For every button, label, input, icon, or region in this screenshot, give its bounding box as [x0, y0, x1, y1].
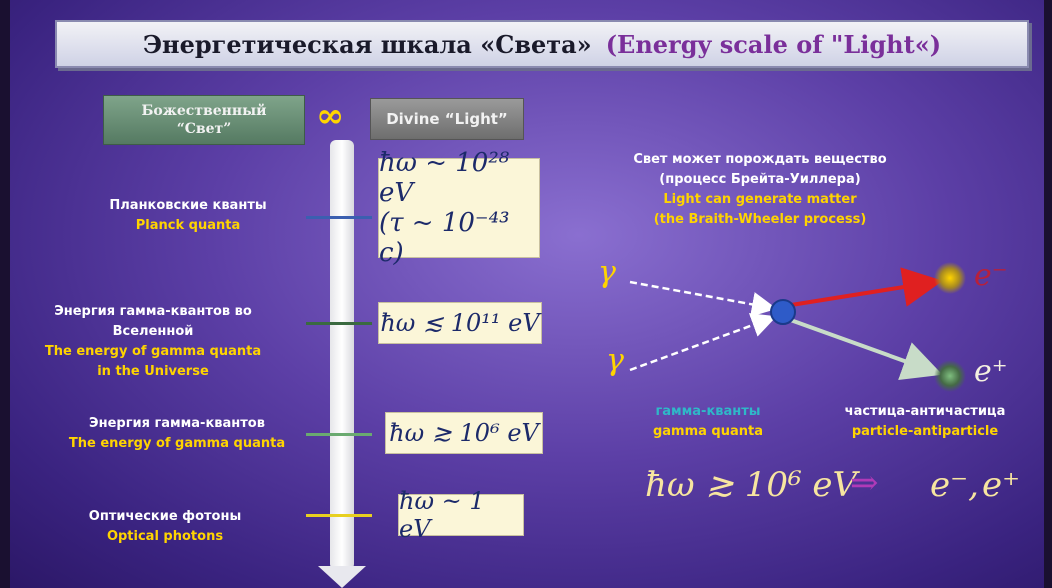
- slide-title: Энергетическая шкала «Света» (Energy sca…: [55, 20, 1029, 68]
- gamma-quanta-en: gamma quanta: [652, 424, 764, 439]
- tick-universe: [306, 322, 372, 325]
- title-ru: Энергетическая шкала «Света»: [142, 29, 592, 59]
- caption-en-1: Light can generate matter: [663, 192, 857, 207]
- label-optical-ru: Оптические фотоны: [88, 509, 242, 524]
- label-universe-en-1: The energy of gamma quanta: [44, 344, 262, 359]
- pair-ru: частица-античастица: [844, 404, 1006, 419]
- label-planck-ru: Планковские кванты: [109, 198, 267, 213]
- gamma-ray-lower: [629, 313, 777, 372]
- positron-track: [784, 316, 943, 380]
- label-planck: Планковские кванты Planck quanta: [68, 196, 308, 236]
- positron-particle-icon: [934, 360, 966, 392]
- interaction-vertex: [770, 299, 796, 325]
- title-en: (Energy scale of "Light«): [605, 29, 942, 59]
- formula-box-gamma: ħω ≳ 10⁶ eV: [385, 412, 543, 454]
- formula-box-universe: ħω ≲ 10¹¹ eV: [378, 302, 542, 344]
- label-gamma-ru: Энергия гамма-квантов: [89, 416, 265, 431]
- breit-wheeler-caption: Свет может порождать вещество (процесс Б…: [620, 150, 900, 230]
- divine-light-en-tag: Divine “Light”: [370, 98, 524, 140]
- energy-axis-arrowhead: [318, 566, 366, 588]
- formula-box-optical: ħω ~ 1 eV: [398, 487, 524, 543]
- label-gamma-en: The energy of gamma quanta: [68, 436, 286, 451]
- divine-light-ru-tag: Божественный “Свет”: [103, 95, 305, 145]
- tick-gamma: [306, 433, 372, 436]
- tick-planck: [306, 216, 372, 219]
- label-universe-ru-2: Вселенной: [112, 324, 194, 339]
- formula-planck-energy: ħω ~ 10²⁸ eV: [379, 148, 510, 208]
- formula-box-planck: ħω ~ 10²⁸ eV (τ ~ 10⁻⁴³ c): [378, 148, 540, 268]
- gamma-symbol-upper: γ: [598, 255, 616, 290]
- formula-planck-time: (τ ~ 10⁻⁴³ c): [379, 208, 510, 268]
- label-gamma: Энергия гамма-квантов The energy of gamm…: [42, 414, 312, 454]
- electron-symbol: e⁻: [974, 258, 1008, 293]
- product-positron: e⁺: [982, 465, 1021, 505]
- energy-axis: [330, 140, 354, 570]
- label-universe: Энергия гамма-квантов во Вселенной The e…: [18, 302, 288, 382]
- electron-track: [784, 267, 943, 308]
- caption-ru-1: Свет может порождать вещество: [633, 152, 887, 167]
- label-optical: Оптические фотоны Optical photons: [50, 507, 280, 547]
- label-optical-en: Optical photons: [106, 529, 224, 544]
- tick-optical: [306, 514, 372, 517]
- divine-ru-line2: “Свет”: [176, 121, 232, 137]
- label-universe-ru-1: Энергия гамма-квантов во: [54, 304, 252, 319]
- threshold-formula: ħω ≳ 10⁶ eV: [645, 465, 858, 505]
- pair-en: particle-antiparticle: [851, 424, 999, 439]
- divine-ru-line1: Божественный: [141, 103, 267, 119]
- produces-arrow: ⇒: [850, 463, 879, 503]
- product-electron: e⁻,: [930, 465, 979, 505]
- gamma-symbol-lower: γ: [606, 343, 624, 378]
- positron-symbol: e⁺: [974, 354, 1008, 389]
- label-planck-en: Planck quanta: [135, 218, 241, 233]
- caption-en-2: (the Braith-Wheeler process): [653, 212, 867, 227]
- caption-ru-2: (процесс Брейта-Уиллера): [659, 172, 861, 187]
- electron-particle-icon: [934, 262, 966, 294]
- gamma-ray-upper: [629, 280, 777, 317]
- infinity-symbol: ∞: [316, 96, 345, 136]
- breit-wheeler-diagram: [629, 262, 966, 392]
- gamma-quanta-ru: гамма-кванты: [655, 404, 761, 419]
- particle-antiparticle-label: частица-античастица particle-antiparticl…: [820, 402, 1030, 442]
- gamma-quanta-label: гамма-кванты gamma quanta: [628, 402, 788, 442]
- label-universe-en-2: in the Universe: [97, 364, 209, 379]
